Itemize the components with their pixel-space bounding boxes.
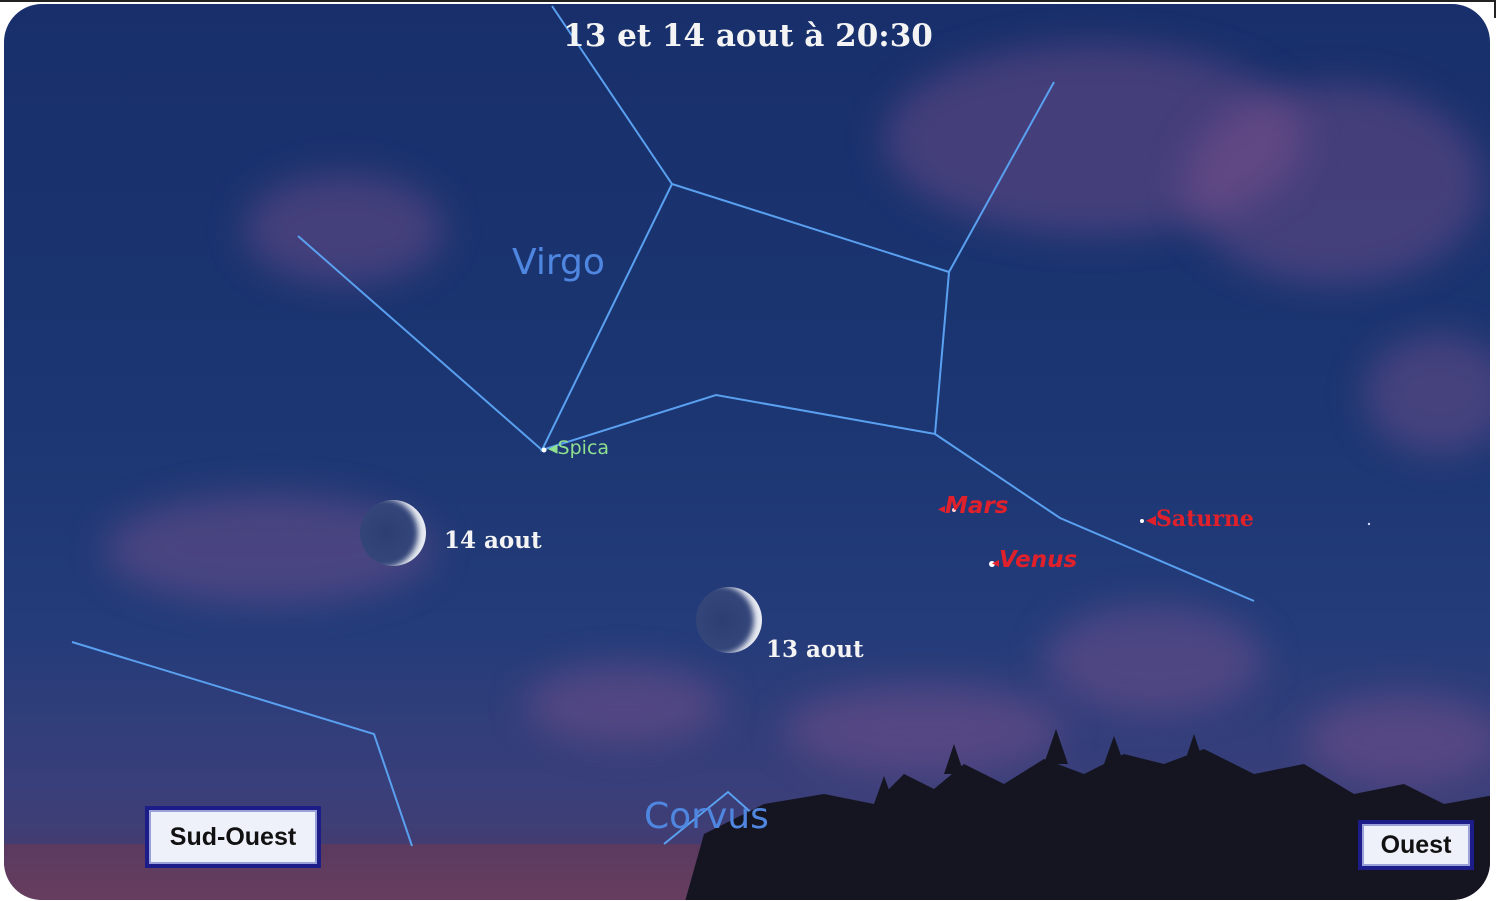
cloud <box>244 174 444 284</box>
saturne-name: Saturne <box>1156 506 1254 532</box>
spica-name: Spica <box>557 437 610 459</box>
tree-silhouette <box>685 729 1490 900</box>
saturne-arrow-icon: ◂ <box>1146 507 1157 531</box>
sky-chart <box>4 4 1490 900</box>
direction-west: Ouest <box>1358 820 1474 870</box>
cloud <box>1364 334 1490 454</box>
cloud <box>1304 694 1490 784</box>
virgo-line <box>934 433 1255 602</box>
top-border-line <box>0 0 1496 2</box>
mars-dot <box>952 508 956 512</box>
corvus-label: Corvus <box>644 796 769 837</box>
cloud <box>1044 604 1264 714</box>
saturne-dot <box>1140 519 1144 523</box>
faint-star <box>1367 522 1371 526</box>
moon-aug14-label: 14 aout <box>444 527 542 554</box>
virgo-line <box>540 183 950 452</box>
venus-arrow-icon: ◂ <box>992 555 1000 571</box>
mars-arrow-icon: ◂ <box>938 501 946 517</box>
mars-name: Mars <box>945 493 1009 519</box>
spica-arrow-icon: ◂ <box>548 437 558 459</box>
direction-southwest: Sud-Ouest <box>145 806 321 868</box>
moon-aug13 <box>696 587 762 653</box>
cloud <box>884 44 1304 234</box>
cloud <box>1184 84 1484 284</box>
moon-aug13-label: 13 aout <box>766 636 864 663</box>
virgo-label: Virgo <box>512 242 605 283</box>
virgo-line <box>297 235 543 451</box>
venus-dot <box>989 561 995 567</box>
saturne-label: ◂Saturne <box>1146 506 1254 532</box>
page-title: 13 et 14 aout à 20:30 <box>563 18 933 54</box>
constellation-lines <box>71 5 1490 900</box>
spica-label: ◂Spica <box>548 437 609 459</box>
corvus-line <box>71 641 413 847</box>
spica-dot <box>541 447 547 453</box>
mars-label: ◂Mars <box>938 493 1008 519</box>
right-border-line <box>1494 0 1496 18</box>
virgo-line <box>551 5 1055 274</box>
venus-label: ◂Venus <box>992 547 1077 573</box>
cloud <box>784 684 1064 774</box>
venus-name: Venus <box>999 547 1078 573</box>
cloud <box>524 664 724 744</box>
moon-aug14 <box>360 500 426 566</box>
